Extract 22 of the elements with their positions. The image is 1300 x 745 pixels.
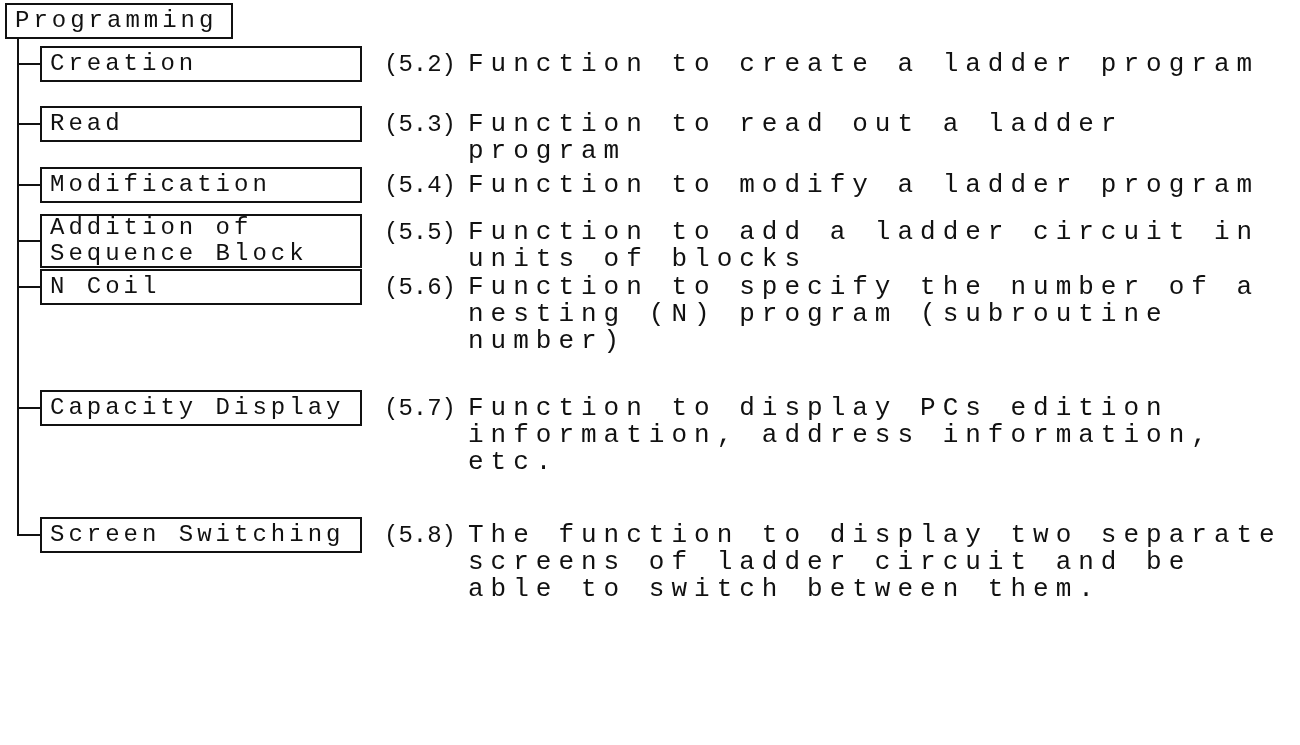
- function-description: Function to display PCs edition information, address information, etc.: [468, 395, 1215, 476]
- function-box: Modification: [40, 167, 362, 203]
- section-number: (5.4): [384, 172, 456, 199]
- function-box: Addition of Sequence Block: [40, 214, 362, 268]
- section-number: (5.3): [384, 111, 456, 138]
- section-number: (5.7): [384, 395, 456, 422]
- section-number: (5.2): [384, 51, 456, 78]
- function-box: N Coil: [40, 269, 362, 305]
- section-number: (5.5): [384, 219, 456, 246]
- function-box: Read: [40, 106, 362, 142]
- function-box: Capacity Display: [40, 390, 362, 426]
- function-description: Function to modify a ladder program: [468, 172, 1261, 199]
- root-box: Programming: [5, 3, 233, 39]
- function-box: Screen Switching: [40, 517, 362, 553]
- function-description: Function to add a ladder circuit in units of blocks: [468, 219, 1261, 273]
- function-description: Function to specify the number of a nesting (N) program (subroutine number): [468, 274, 1261, 355]
- section-number: (5.8): [384, 522, 456, 549]
- section-number: (5.6): [384, 274, 456, 301]
- function-description: Function to read out a ladder program: [468, 111, 1125, 165]
- function-description: Function to create a ladder program: [468, 51, 1261, 78]
- function-box: Creation: [40, 46, 362, 82]
- function-description: The function to display two separate screens of ladder circuit and be able to switch between them.: [468, 522, 1283, 603]
